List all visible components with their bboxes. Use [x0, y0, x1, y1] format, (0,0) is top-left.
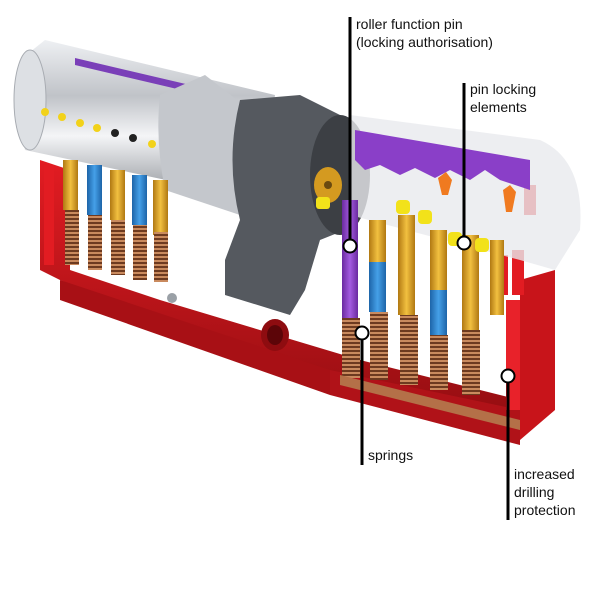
label-roller-function-pin: roller function pin (locking authorisati… — [356, 16, 493, 50]
roller-pin-marker — [342, 238, 358, 254]
label-pin-locking-elements: pin locking elements — [470, 81, 537, 115]
label-springs: springs — [368, 447, 414, 463]
pin-locking-marker — [456, 235, 472, 251]
keyway-holes — [41, 108, 156, 148]
drilling-protection-marker — [500, 368, 516, 384]
callout-leaders — [342, 17, 516, 520]
label-increased-drilling-protection: increased drilling protection — [514, 466, 576, 518]
springs-marker — [354, 325, 370, 341]
chrome-plug — [13, 40, 275, 215]
left-pin-stacks — [63, 160, 168, 282]
